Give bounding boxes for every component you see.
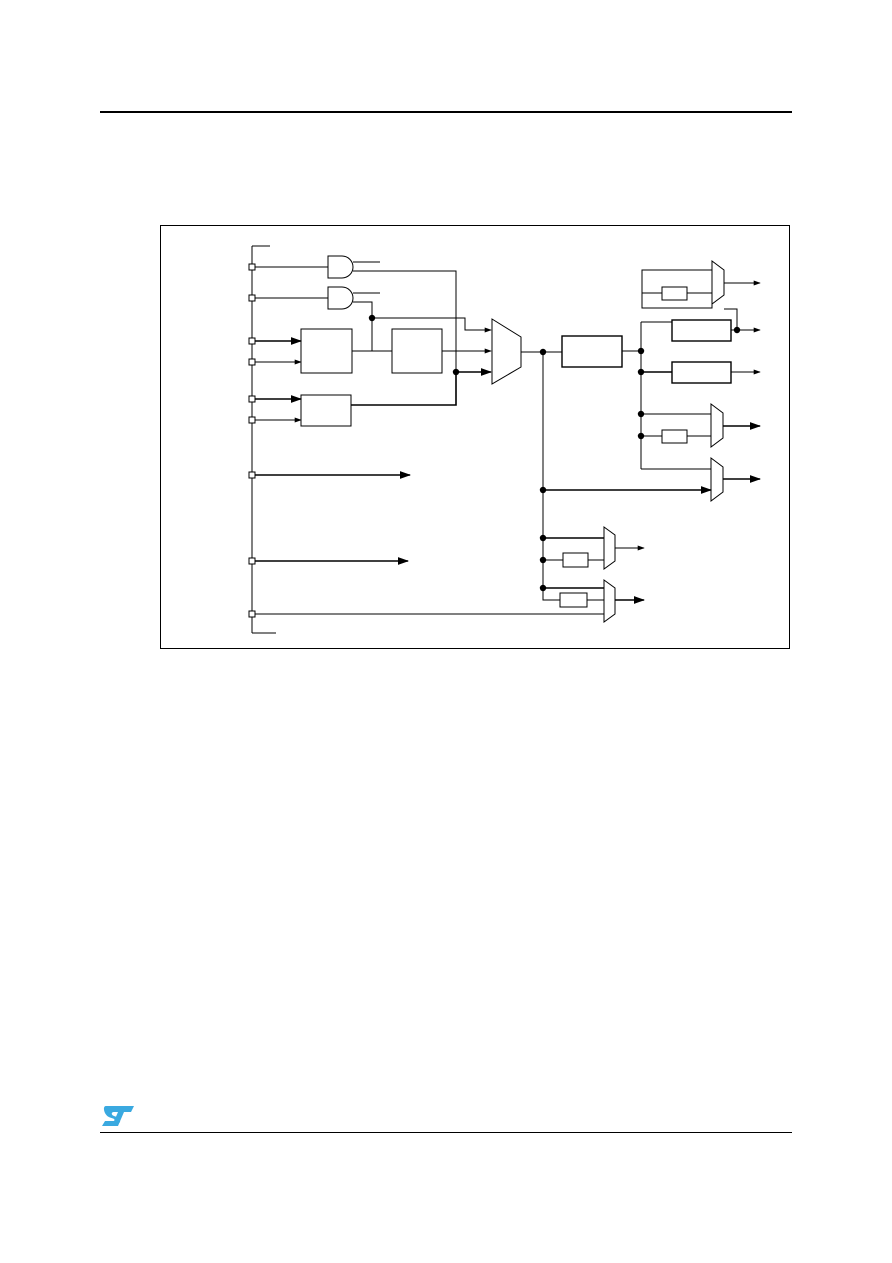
block-b — [391, 328, 443, 374]
block-c — [300, 394, 352, 427]
output-mux-5 — [603, 526, 616, 570]
central-mux — [491, 318, 522, 385]
pin-2 — [248, 294, 256, 302]
register-1 — [661, 286, 688, 301]
block-e — [671, 319, 732, 342]
output-mux-3 — [710, 403, 724, 448]
pin-4 — [248, 358, 256, 366]
pin-5 — [248, 395, 256, 403]
junction-dots — [368, 314, 741, 592]
and-gate-2 — [327, 286, 354, 310]
pin-8 — [248, 557, 256, 565]
block-d — [561, 335, 623, 368]
pin-6 — [248, 416, 256, 424]
and-gate-1 — [327, 255, 354, 279]
block-diagram-frame — [160, 225, 790, 649]
pin-1 — [248, 263, 256, 271]
pin-9 — [248, 610, 256, 618]
register-6 — [559, 592, 588, 608]
output-mux-4 — [710, 457, 724, 502]
st-logo-icon — [102, 1106, 134, 1126]
block-a — [300, 328, 353, 374]
block-f — [671, 361, 732, 384]
register-5 — [562, 552, 589, 568]
output-mux-1 — [711, 260, 725, 305]
register-3 — [661, 429, 688, 444]
pin-3 — [248, 337, 256, 345]
header-rule — [100, 111, 792, 113]
pin-7 — [248, 471, 256, 479]
footer-rule — [100, 1132, 792, 1133]
output-mux-6 — [603, 579, 616, 623]
